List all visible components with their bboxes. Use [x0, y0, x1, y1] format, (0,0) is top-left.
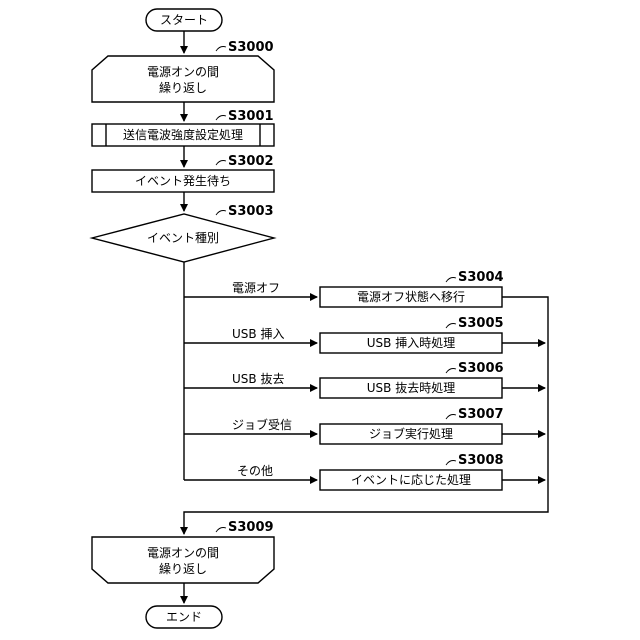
branch-condition-job: ジョブ受信	[232, 417, 292, 432]
branch-condition-usb-insert: USB 挿入	[232, 327, 284, 341]
step-id-loop-start: S3000	[228, 40, 274, 55]
step-id-wait-event: S3002	[228, 154, 274, 169]
other-label: イベントに応じた処理	[351, 473, 471, 487]
step-id-radio-setting: S3001	[228, 109, 274, 124]
start-label: スタート	[160, 13, 208, 27]
step-id-usb-remove: S3006	[458, 361, 504, 376]
loop-end-line1: 電源オンの間	[147, 546, 219, 560]
loop-end-line2: 繰り返し	[159, 562, 207, 576]
loop-start-box	[92, 56, 274, 102]
step-id-power-off: S3004	[458, 270, 504, 285]
step-id-event-type: S3003	[228, 204, 274, 219]
loop-start-line2: 繰り返し	[159, 81, 207, 95]
step-id-loop-end: S3009	[228, 520, 274, 535]
usb-insert-label: USB 挿入時処理	[367, 336, 455, 350]
loop-start-line1: 電源オンの間	[147, 65, 219, 79]
branch-condition-usb-remove: USB 抜去	[232, 372, 284, 386]
radio-setting-label: 送信電波強度設定処理	[123, 127, 243, 142]
usb-remove-label: USB 抜去時処理	[367, 381, 455, 395]
step-id-other: S3008	[458, 453, 504, 468]
end-label: エンド	[166, 610, 202, 624]
wait-event-label: イベント発生待ち	[135, 174, 231, 188]
power-off-label: 電源オフ状態へ移行	[357, 289, 465, 304]
step-id-job: S3007	[458, 407, 504, 422]
step-id-usb-insert: S3005	[458, 316, 504, 331]
loop-end-box	[92, 537, 274, 583]
job-label: ジョブ実行処理	[369, 426, 453, 441]
event-type-label: イベント種別	[147, 231, 219, 245]
branch-condition-power-off: 電源オフ	[232, 281, 280, 295]
branch-condition-other: その他	[237, 464, 273, 478]
